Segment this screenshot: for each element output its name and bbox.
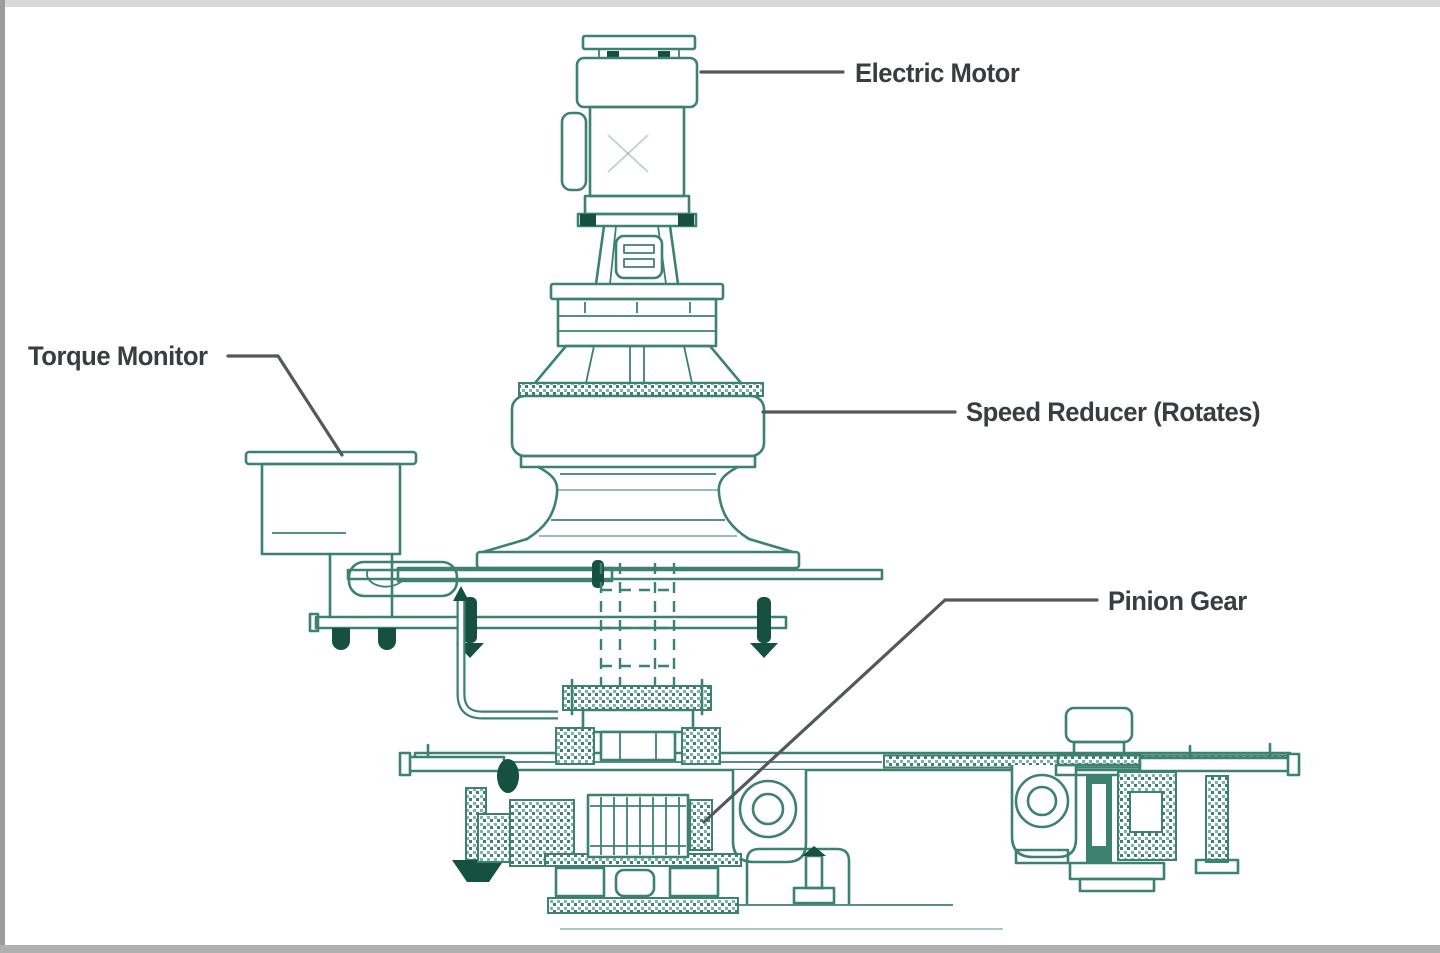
support-frame-drawing bbox=[308, 560, 884, 720]
bearing-lug-right-drawing bbox=[1010, 765, 1078, 865]
bearing-lug-left-drawing bbox=[731, 770, 808, 864]
gearbox-cross-section-drawing bbox=[477, 678, 851, 914]
page-border-bottom bbox=[0, 945, 1440, 953]
torque-monitor-label: Torque Monitor bbox=[28, 341, 208, 371]
page-border-top bbox=[0, 0, 1440, 7]
torque-monitor-drawing bbox=[244, 450, 418, 619]
motor-coupling-drawing bbox=[594, 224, 680, 286]
page-border-left bbox=[0, 0, 5, 953]
speed-reducer-drawing bbox=[475, 282, 801, 570]
torque-monitor-leader-line bbox=[226, 354, 344, 457]
pinion-gear-label: Pinion Gear bbox=[1108, 586, 1247, 616]
electric-motor-drawing bbox=[560, 34, 699, 228]
electric-motor-label: Electric Motor bbox=[855, 58, 1020, 88]
auxiliary-drive-drawing bbox=[1054, 706, 1301, 893]
speed-reducer-label: Speed Reducer (Rotates) bbox=[966, 397, 1261, 427]
pinion-gear-leader-line bbox=[702, 598, 1099, 824]
pinion-gear-drawing bbox=[586, 793, 690, 859]
drive-shaft-drawing bbox=[599, 563, 676, 686]
leader-lines bbox=[226, 70, 1099, 824]
